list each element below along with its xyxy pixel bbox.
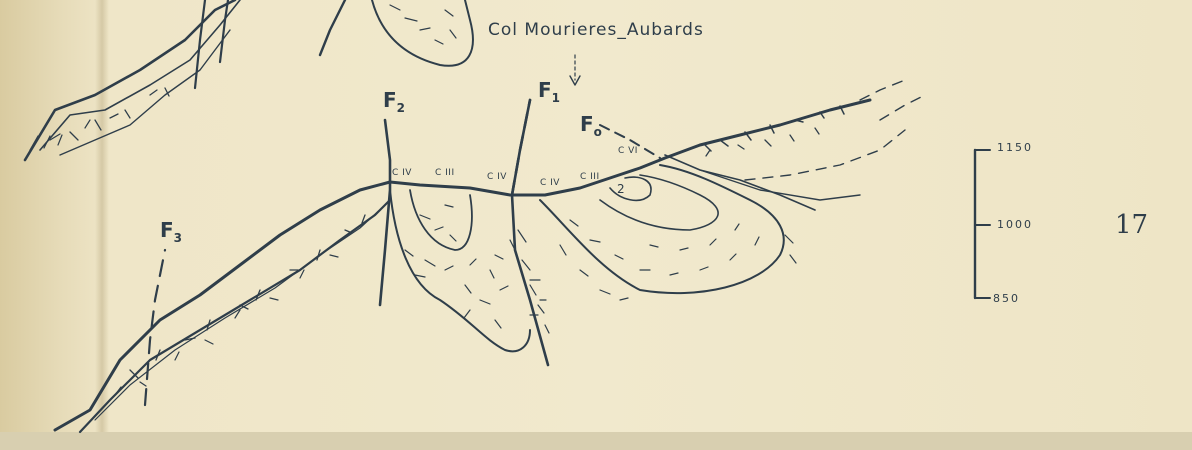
fault-label-f0: Fo [580, 112, 602, 139]
fault-f0-main: F [580, 112, 594, 136]
fault-f3-sub: 3 [174, 231, 182, 245]
fault-line-f3 [145, 250, 165, 405]
scale-label-top: 1150 [997, 141, 1033, 154]
scale-label-bottom: 850 [993, 292, 1020, 305]
fault-line-f2 [380, 120, 390, 305]
upper-syncline-fragment [320, 0, 473, 66]
central-syncline [390, 190, 530, 351]
upper-left-strata [25, 0, 240, 160]
unit-label-civ-1: C IV [392, 168, 412, 178]
right-fold-block [518, 165, 796, 333]
location-label: Col Mourieres_Aubards [488, 20, 704, 40]
fault-f2-sub: 2 [397, 101, 405, 115]
plate-number: 17 [1115, 210, 1148, 240]
fault-f2-main: F [383, 88, 397, 112]
fault-label-f3: F3 [160, 218, 182, 245]
unit-label-ciii-2: C III [580, 172, 600, 182]
fault-line-f1 [512, 100, 548, 365]
scale-label-mid: 1000 [997, 218, 1033, 231]
unit-label-civ-2: C IV [487, 172, 507, 182]
ground-profile [55, 100, 870, 432]
fault-label-f2: F2 [383, 88, 405, 115]
fault-label-f1: F1 [538, 78, 560, 105]
fault-f1-sub: 1 [552, 91, 560, 105]
unit-label-cvi: C VI [618, 146, 638, 156]
unit-label-civ-3: C IV [540, 178, 560, 188]
elevation-scale-bar [975, 150, 990, 298]
unit-label-2: 2 [617, 182, 625, 196]
fault-f1-main: F [538, 78, 552, 102]
fault-f0-sub: o [594, 125, 602, 139]
fault-f3-main: F [160, 218, 174, 242]
fault-line-f1-dashed [512, 100, 530, 195]
unit-label-ciii-1: C III [435, 168, 455, 178]
